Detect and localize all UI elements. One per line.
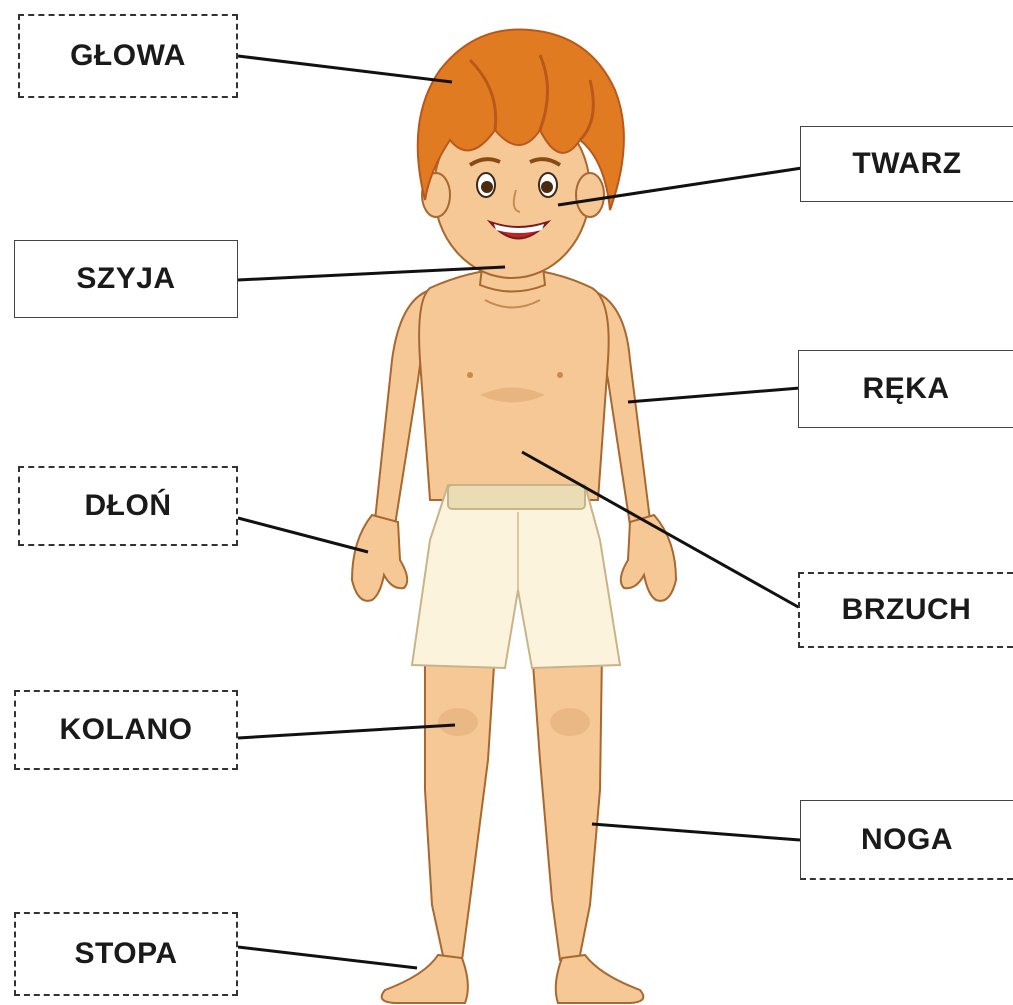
- label-reka: RĘKA: [798, 350, 1013, 428]
- label-szyja: SZYJA: [14, 240, 238, 318]
- leader-noga: [592, 824, 800, 840]
- shorts: [412, 485, 620, 668]
- label-glowa: GŁOWA: [18, 14, 238, 98]
- label-twarz: TWARZ: [800, 126, 1013, 202]
- label-stopa: STOPA: [14, 912, 238, 996]
- head: [418, 30, 624, 279]
- label-szyja-text: SZYJA: [76, 262, 175, 296]
- legs: [382, 650, 644, 1003]
- label-kolano: KOLANO: [14, 690, 238, 770]
- label-dlon: DŁOŃ: [18, 466, 238, 546]
- label-reka-text: RĘKA: [862, 372, 949, 406]
- leader-dlon: [238, 518, 368, 552]
- left-foot: [382, 955, 468, 1003]
- label-noga-text: NOGA: [861, 823, 953, 857]
- label-kolano-text: KOLANO: [60, 713, 193, 747]
- label-twarz-text: TWARZ: [852, 147, 961, 181]
- label-dlon-text: DŁOŃ: [85, 489, 172, 523]
- left-leg: [425, 650, 495, 965]
- leader-reka: [628, 388, 800, 402]
- label-brzuch-text: BRZUCH: [842, 593, 972, 627]
- leader-kolano: [238, 725, 455, 738]
- right-foot: [556, 955, 644, 1003]
- torso: [419, 268, 609, 500]
- left-hand: [352, 515, 407, 601]
- label-stopa-text: STOPA: [74, 937, 177, 971]
- label-noga: NOGA: [800, 800, 1013, 880]
- right-hand: [621, 515, 676, 601]
- label-brzuch: BRZUCH: [798, 572, 1013, 648]
- right-leg: [532, 650, 602, 965]
- leader-stopa: [238, 947, 417, 968]
- label-glowa-text: GŁOWA: [70, 39, 186, 73]
- leader-glowa: [238, 56, 452, 82]
